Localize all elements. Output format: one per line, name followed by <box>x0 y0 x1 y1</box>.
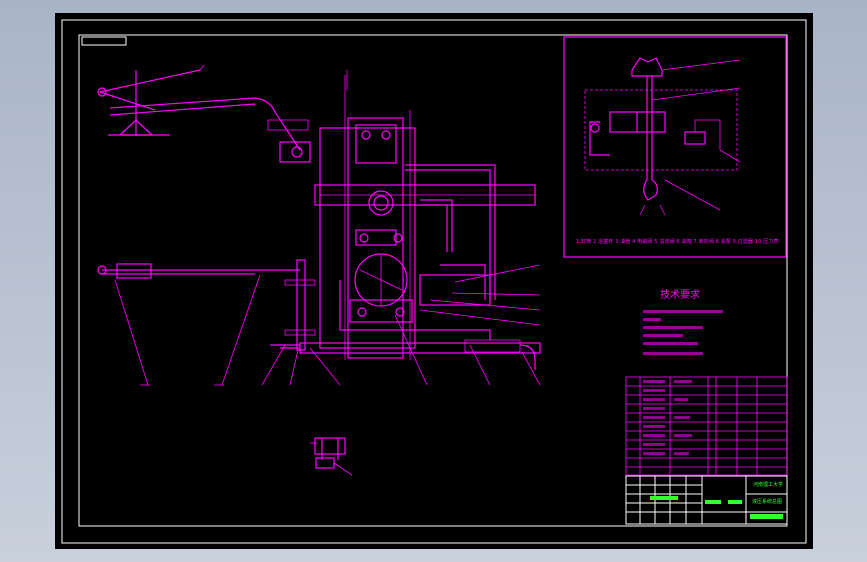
detail-view <box>310 437 353 476</box>
drawing-tag-box <box>81 36 127 46</box>
drawing-title: 液压系统总图 <box>752 498 782 505</box>
main-assembly <box>97 64 541 386</box>
drawing-sheet <box>55 13 813 549</box>
university-name: 河南理工大学 <box>753 481 783 488</box>
title-block: 河南理工大学 液压系统总图 <box>625 475 788 525</box>
technical-requirements: 技术要求 <box>643 288 723 355</box>
outer-frame <box>61 19 807 544</box>
legend-line: 1.缸筒 2.活塞杆 3.油管 4.电磁阀 5.溢流阀 6.油箱 7.单向阀 8… <box>576 237 779 245</box>
inner-frame <box>78 34 788 527</box>
hydraulic-schematic: 1.缸筒 2.活塞杆 3.油管 4.电磁阀 5.溢流阀 6.油箱 7.单向阀 8… <box>563 36 787 258</box>
tech-req-title: 技术要求 <box>660 288 700 301</box>
schematic-frame <box>563 36 787 258</box>
parts-list <box>625 376 788 476</box>
